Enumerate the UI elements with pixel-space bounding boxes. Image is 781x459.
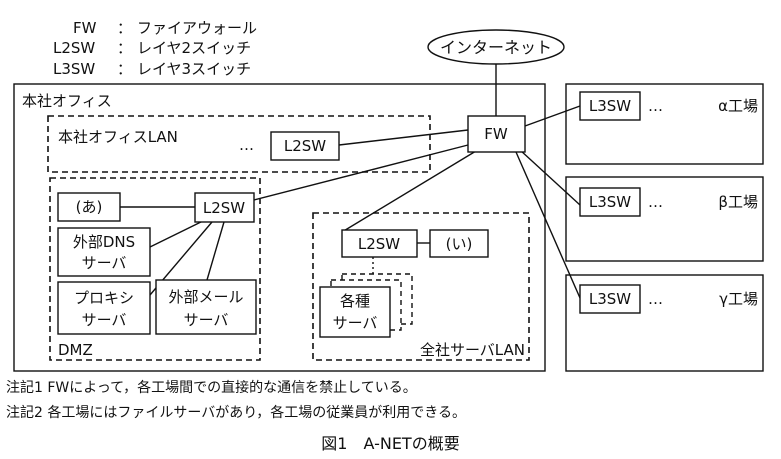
factory-alpha-name: α工場 [718, 97, 758, 115]
note-2: 注記2 各工場にはファイルサーバがあり，各工場の従業員が利用できる。 [6, 405, 466, 421]
legend: FW ： ファイアウォール L2SW ： レイヤ2スイッチ L3SW ： レイヤ… [53, 19, 257, 78]
internet-cloud [427, 29, 565, 65]
link-fw-beta [519, 149, 581, 206]
legend-l3sw-abbr: L3SW [53, 60, 95, 78]
link-fw-hq-lan [338, 129, 469, 146]
dmz-l2sw-label: L2SW [203, 199, 245, 217]
link-fw-alpha [524, 105, 581, 127]
legend-l3sw-desc: レイヤ3スイッチ [137, 60, 251, 78]
factory-beta-name: β工場 [718, 193, 758, 211]
legend-l3sw-sep: ： [117, 60, 132, 78]
external-mail-server-line2: サーバ [184, 311, 229, 329]
dmz-label: DMZ [58, 341, 93, 359]
firewall-label: FW [484, 125, 508, 143]
dmz-slot-a [57, 192, 121, 222]
hq-office-lan-l2sw-label: L2SW [284, 137, 326, 155]
factory-gamma-name: γ工場 [719, 290, 758, 308]
legend-l2sw-desc: レイヤ2スイッチ [137, 39, 251, 57]
hq-office-lan-dots: … [239, 136, 254, 154]
dmz-region [49, 177, 261, 361]
factory-gamma-l3sw [579, 284, 641, 314]
firewall [467, 115, 526, 153]
factory-alpha-l3sw [579, 91, 641, 121]
legend-fw-desc: ファイアウォール [137, 19, 257, 37]
link-fw-gamma [515, 151, 581, 299]
dmz-l2sw [194, 192, 255, 223]
factory-gamma-dots: … [648, 290, 663, 308]
factory-beta-l3sw [579, 187, 641, 217]
link-dmz-mail [206, 221, 225, 281]
link-fw-dmz [253, 144, 469, 201]
link-dmz-dns [149, 219, 206, 248]
external-dns-server-line1: 外部DNS [73, 233, 135, 251]
external-dns-server [57, 227, 151, 277]
external-mail-server [155, 279, 257, 335]
external-dns-server-line2: サーバ [82, 254, 127, 272]
proxy-server [57, 281, 151, 335]
hq-office-lan-region [47, 115, 431, 173]
factory-beta-dots: … [648, 193, 663, 211]
figure-caption: 図1 A-NETの概要 [321, 434, 460, 453]
various-servers-line2: サーバ [333, 314, 378, 332]
server-lan-slot-i-label: (い) [446, 235, 473, 253]
proxy-server-line2: サーバ [82, 311, 127, 329]
proxy-server-line1: プロキシ [74, 289, 134, 307]
hq-office-title: 本社オフィス [22, 92, 112, 110]
note-1: 注記1 FWによって，各工場間での直接的な通信を禁止している。 [6, 380, 417, 396]
server-lan-l2sw-label: L2SW [358, 235, 400, 253]
server-lan-slot-i [429, 229, 489, 258]
legend-fw-sep: ： [117, 19, 132, 37]
legend-fw-abbr: FW [73, 19, 97, 37]
hq-office-lan-l2sw [270, 131, 340, 161]
external-mail-server-line1: 外部メール [168, 288, 243, 306]
hq-office-lan-label: 本社オフィスLAN [58, 128, 178, 146]
factory-beta-l3sw-label: L3SW [589, 193, 631, 211]
legend-l2sw-abbr: L2SW [53, 39, 95, 57]
server-lan-label: 全社サーバLAN [420, 341, 525, 359]
factory-alpha-dots: … [648, 97, 663, 115]
server-lan-region [312, 212, 530, 361]
various-servers [319, 286, 391, 338]
connections [120, 64, 581, 299]
dmz-slot-a-label: (あ) [76, 198, 103, 216]
legend-l2sw-sep: ： [117, 39, 132, 57]
server-lan-l2sw [341, 229, 418, 258]
various-servers-line1: 各種 [340, 292, 370, 310]
factory-gamma-l3sw-label: L3SW [589, 290, 631, 308]
link-fw-server-lan [341, 150, 477, 233]
internet-label: インターネット [440, 38, 552, 57]
factory-alpha-l3sw-label: L3SW [589, 97, 631, 115]
